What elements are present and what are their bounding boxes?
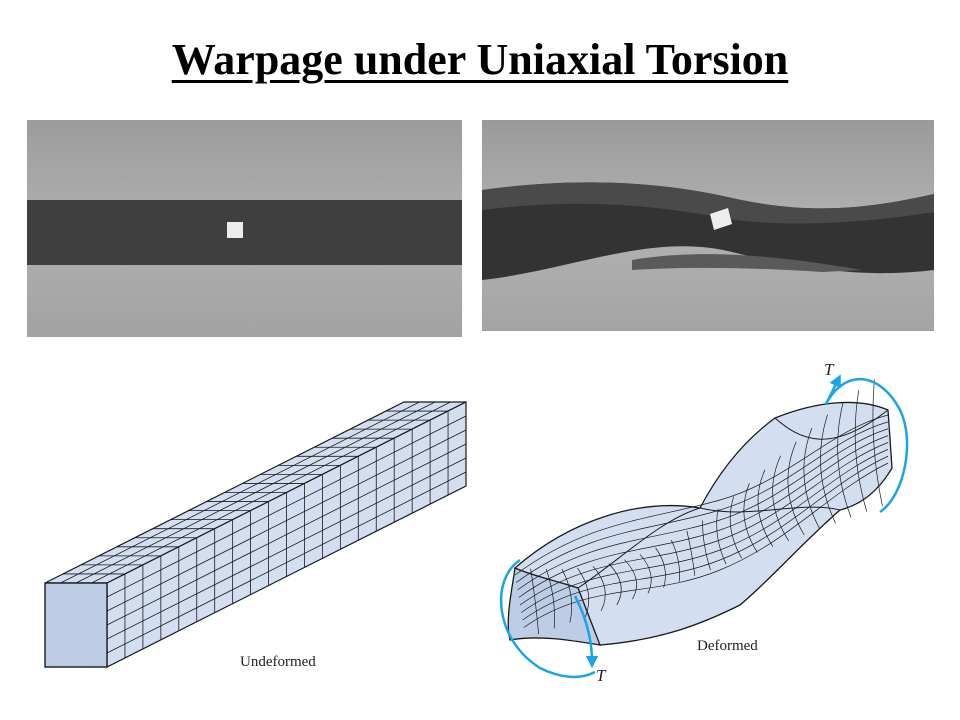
grid-line	[639, 554, 652, 594]
grid-line	[772, 455, 789, 542]
torque-arrow-bottom-head	[573, 595, 599, 669]
grid-line	[106, 443, 467, 626]
grid-line	[686, 530, 696, 576]
grid-line	[854, 390, 868, 512]
torque-arrow-top	[824, 377, 909, 514]
torque-label-top: T	[824, 360, 834, 379]
grid-line	[624, 559, 637, 600]
photo-deformed-specimen	[482, 120, 934, 331]
grid-line	[655, 547, 666, 588]
torque-arrow-top-head	[824, 374, 841, 405]
grid-line	[106, 457, 467, 640]
grid-line	[577, 567, 590, 617]
undeformed-bar	[44, 401, 467, 668]
grid-line	[787, 441, 805, 536]
caption-deformed: Deformed	[697, 638, 758, 654]
grid-line	[670, 539, 680, 582]
grid-line	[820, 414, 836, 524]
grid-line	[106, 415, 467, 598]
deformed-grid	[514, 379, 889, 635]
grid-line	[803, 427, 821, 530]
grid-line	[521, 449, 889, 613]
undeformed-grid	[60, 401, 467, 658]
grid-line	[522, 455, 889, 621]
photo-marker-distorted	[710, 208, 732, 230]
caption-undeformed: Undeformed	[240, 654, 316, 670]
grid-line	[530, 568, 539, 635]
undeformed-end-face	[44, 582, 108, 668]
grid-line	[702, 520, 711, 571]
grid-line	[106, 471, 467, 654]
grid-line	[523, 462, 889, 628]
grid-line	[91, 401, 451, 584]
photo-bar-twisted	[482, 182, 934, 280]
deformed-edge	[774, 409, 889, 440]
grid-line	[545, 568, 555, 629]
deformed-edge	[577, 507, 701, 589]
torque-arrow-bottom	[499, 558, 596, 679]
photo-undeformed-specimen	[27, 120, 462, 337]
grid-line	[106, 429, 467, 612]
torsion-diagram	[44, 374, 909, 679]
grid-line	[729, 496, 743, 559]
grid-line	[743, 483, 758, 553]
grid-line	[837, 401, 852, 518]
photo-bar-face-bottom	[632, 254, 862, 272]
photo-marker-square	[227, 222, 243, 238]
grid-line	[518, 435, 889, 598]
grid-line	[561, 568, 573, 623]
grid-line	[608, 563, 622, 606]
grid-line	[592, 566, 606, 611]
photo-bar-face-top	[482, 182, 934, 224]
grid-line	[75, 401, 436, 584]
photo-bar	[27, 200, 462, 265]
grid-line	[757, 469, 774, 547]
slide-title: Warpage under Uniaxial Torsion	[0, 34, 960, 85]
deformed-bar	[507, 379, 893, 646]
grid-line	[519, 442, 889, 606]
slide-title-text: Warpage under Uniaxial Torsion	[171, 35, 789, 84]
grid-line	[716, 508, 727, 565]
torque-label-bottom: T	[596, 666, 606, 685]
grid-line	[872, 379, 883, 506]
grid-line	[514, 414, 889, 576]
grid-line	[60, 401, 420, 584]
